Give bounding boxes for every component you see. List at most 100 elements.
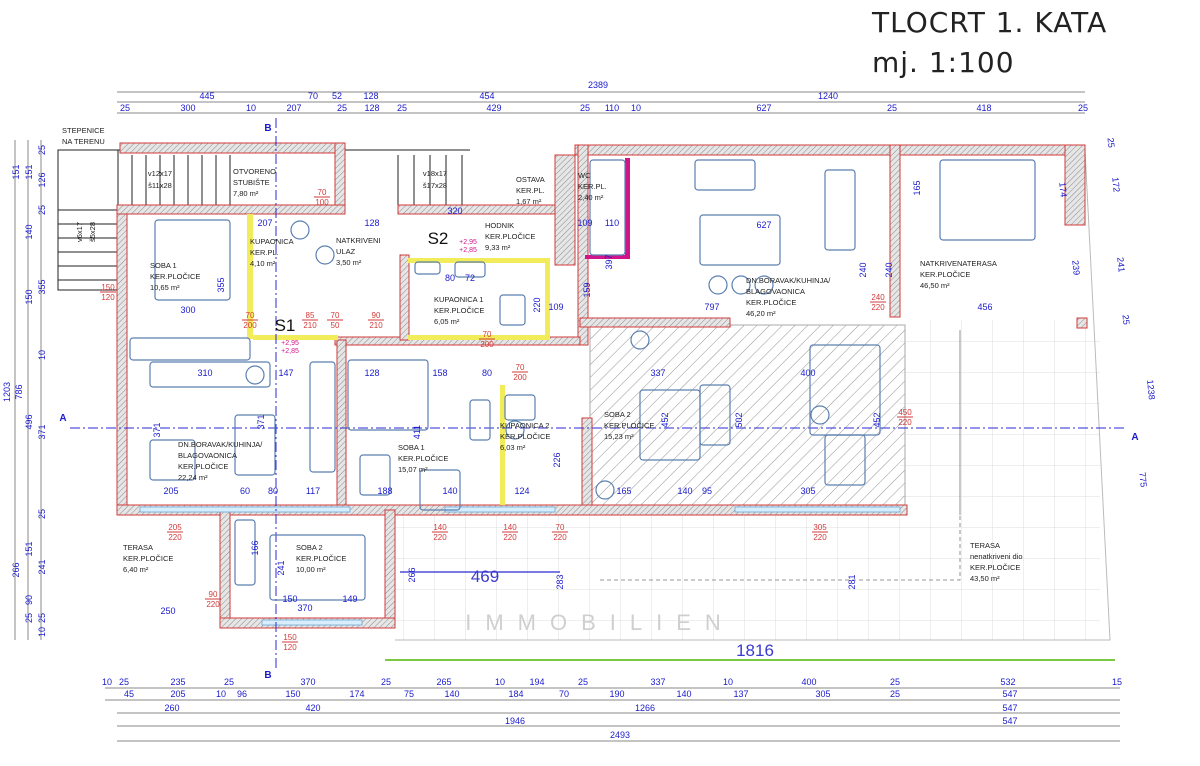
dimension-bottom: 10: [216, 689, 226, 699]
dimension-top: 52: [332, 91, 342, 101]
dimension-bottom: 25: [381, 677, 391, 687]
dimension-interior: 266: [407, 567, 417, 582]
wall: [1076, 317, 1088, 329]
wc-wall-highlight: [585, 255, 630, 259]
dimension-bottom: 305: [815, 689, 830, 699]
window: [139, 506, 351, 513]
dimension-right: 241: [1115, 257, 1127, 273]
dimension-left: 496: [24, 414, 34, 429]
dimension-top: 128: [364, 103, 379, 113]
stair-spec: š17x28: [423, 181, 447, 190]
level-upper: +2,95: [281, 340, 299, 347]
furniture-item: [499, 294, 526, 326]
room-label-line: 10,65 m²: [150, 283, 180, 292]
dimension-top: 110: [605, 103, 619, 113]
dimension-interior: 95: [702, 486, 712, 496]
room-label: DN.BORAVAK/KUHINJA/BLAGOVAONICAKER.PLOČI…: [178, 440, 263, 482]
dimension-bottom: 10: [723, 677, 733, 687]
opening-height: 120: [101, 293, 115, 302]
room-label-line: KER.PLOČICE: [746, 298, 796, 307]
dimension-right: 25: [1120, 314, 1131, 325]
partition-wall: [408, 258, 548, 263]
opening-width: 205: [168, 523, 182, 532]
dimension-bottom: 260: [164, 703, 179, 713]
stair-spec: š11x28: [148, 181, 172, 190]
opening-width: 140: [433, 523, 447, 532]
opening-width: 240: [871, 293, 885, 302]
room-label-line: KUPAONICA: [250, 237, 294, 246]
fixture: [290, 220, 310, 240]
wall: [119, 142, 346, 154]
dimension-top: 445: [199, 91, 214, 101]
dimension-top: 429: [486, 103, 501, 113]
wall: [1064, 144, 1086, 226]
dimension-bottom: 1266: [635, 703, 655, 713]
dimension-bottom: 75: [404, 689, 414, 699]
furniture-item: [359, 454, 391, 496]
section-marker-b: B: [264, 123, 271, 134]
dimension-total-top: 2389: [588, 80, 608, 90]
room-label-line: KER.PLOČICE: [604, 421, 654, 430]
dimension-interior: 140: [442, 486, 457, 496]
dimension-bottom: 96: [237, 689, 247, 699]
opening-width: 305: [813, 523, 827, 532]
room-label-line: NATKRIVENI: [336, 236, 380, 245]
room-label-line: SOBA 2: [296, 543, 323, 552]
room-label-line: 2,40 m²: [578, 193, 604, 202]
opening-height: 220: [206, 600, 220, 609]
dimension-top: 418: [976, 103, 991, 113]
dimension-top: 25: [887, 103, 897, 113]
room-label-line: 4,10 m²: [250, 259, 276, 268]
terrace-edge: [395, 149, 1111, 641]
room-label-line: KER.PLOČICE: [500, 432, 550, 441]
wall: [581, 417, 593, 511]
room-label-line: KER.PLOČICE: [920, 270, 970, 279]
dimension-interior: 80: [445, 273, 455, 283]
fixture: [630, 330, 650, 350]
dimension-interior: 305: [800, 486, 815, 496]
opening-height: 50: [331, 321, 340, 330]
opening-width: 70: [516, 363, 525, 372]
dimension-top: 1240: [818, 91, 838, 101]
wall: [397, 204, 556, 215]
room-label-line: 46,20 m²: [746, 309, 776, 318]
dimension-interior: 80: [268, 486, 278, 496]
opening-height: 220: [871, 303, 885, 312]
window: [734, 506, 901, 513]
dimension-bottom: 532: [1000, 677, 1015, 687]
room-label-line: DN.BORAVAK/KUHINJA/: [746, 276, 831, 285]
dimension-interior: 109: [577, 218, 592, 228]
furniture-item: [149, 361, 271, 388]
furniture-item: [129, 337, 251, 361]
room-label-line: KER.PL.: [578, 182, 607, 191]
dimension-top: 25: [120, 103, 130, 113]
room-label-line: 15,23 m²: [604, 432, 634, 441]
dimension-bottom: 10: [102, 677, 112, 687]
wc-wall-highlight: [625, 158, 630, 258]
dimension-bottom: 235: [170, 677, 185, 687]
room-label-line: 6,40 m²: [123, 565, 149, 574]
room-label-line: 22,24 m²: [178, 473, 208, 482]
terrace-grid-lower: [395, 515, 1100, 640]
room-label-line: ULAZ: [336, 247, 356, 256]
dimension-top: 25: [397, 103, 407, 113]
dimension-interior: 337: [650, 368, 665, 378]
opening-width: 90: [209, 590, 218, 599]
dimension-interior: 411: [412, 425, 422, 439]
opening-width: 90: [372, 311, 381, 320]
room-label-line: KER.PLOČICE: [434, 306, 484, 315]
dimension-left: 1203: [2, 382, 12, 402]
dimension-bottom: 15: [1112, 677, 1122, 687]
building-layout: [57, 118, 1125, 668]
dimension-interior: 397: [604, 254, 614, 269]
dimension-highlight: 469: [471, 567, 499, 586]
dimension-interior: 300: [180, 305, 195, 315]
room-label-line: nenatkriveni dio: [970, 552, 1023, 561]
dimension-interior: 241: [276, 560, 286, 575]
level-lower: +2,85: [281, 348, 299, 355]
room-label-line: HODNIK: [485, 221, 514, 230]
dimension-interior: 110: [605, 218, 619, 228]
dimension-interior: 205: [163, 486, 178, 496]
